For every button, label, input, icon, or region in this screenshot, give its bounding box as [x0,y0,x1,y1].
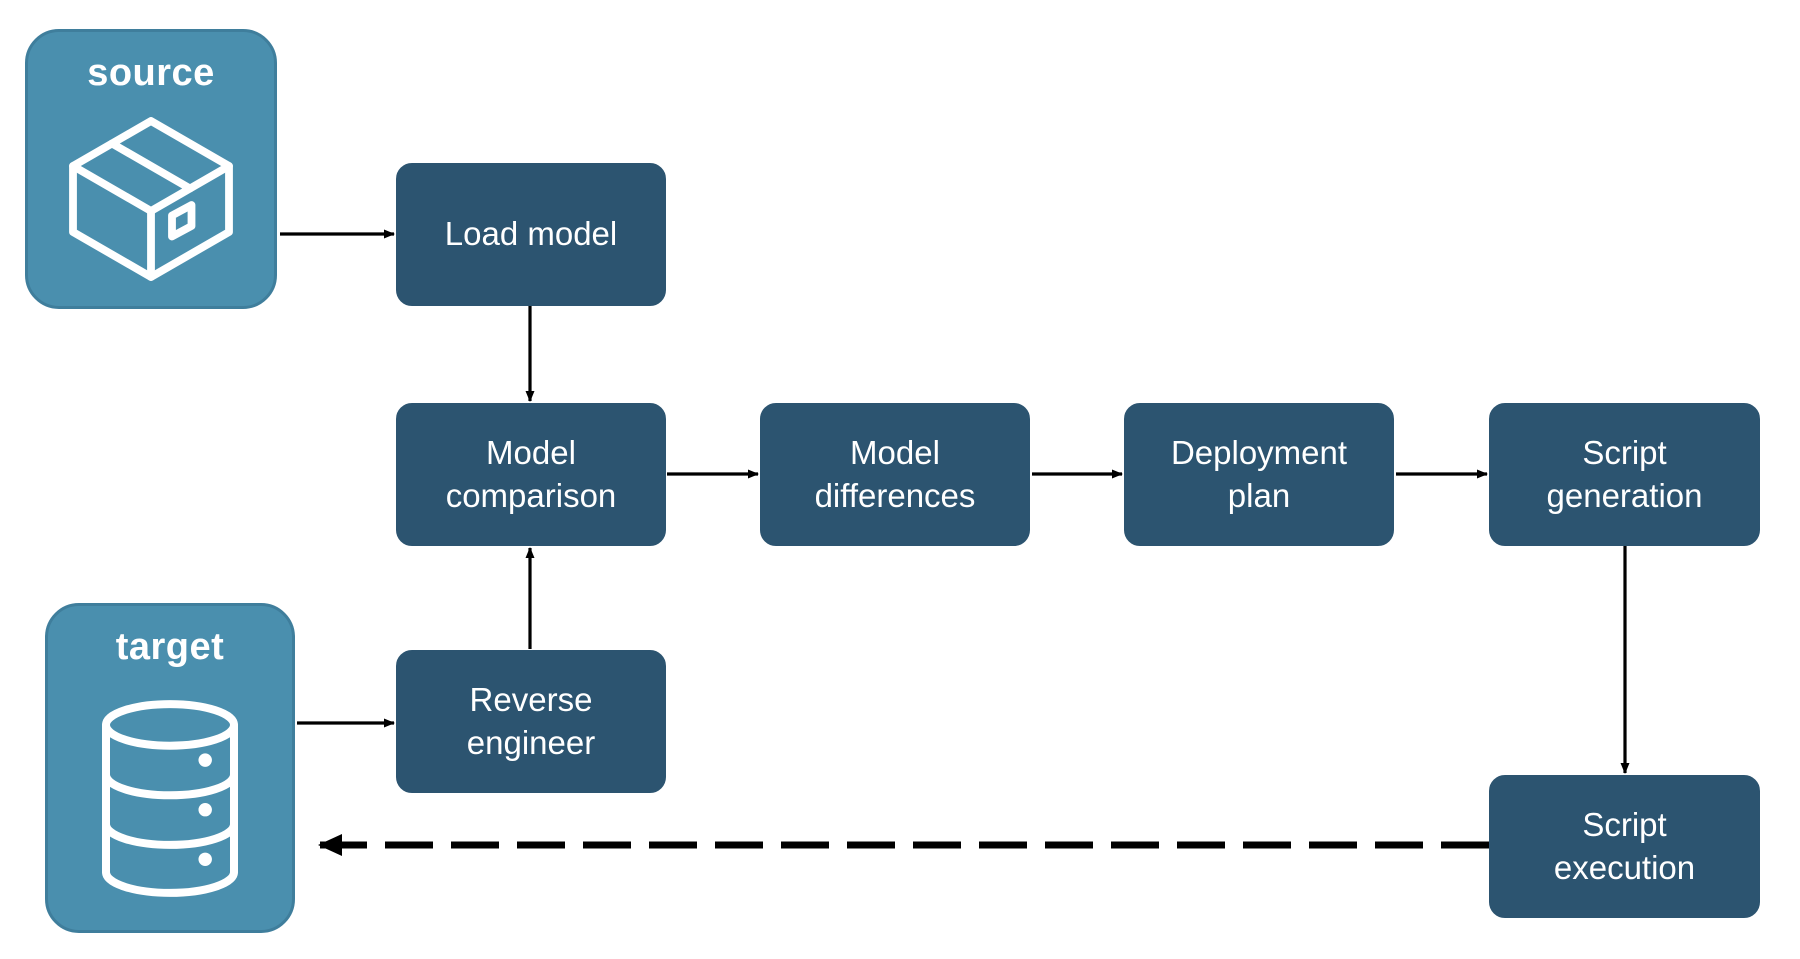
node-reverse-engineer[interactable]: Reverse engineer [396,650,666,793]
package-box-icon [28,92,274,306]
node-deployment-plan[interactable]: Deployment plan [1124,403,1394,546]
node-script-execution[interactable]: Script execution [1489,775,1760,918]
node-deployment-plan-label: Deployment plan [1170,434,1348,514]
node-reverse-engineer-label: Reverse engineer [466,681,596,761]
node-model-differences[interactable]: Model differences [760,403,1030,546]
database-cylinder-icon [48,666,292,930]
node-script-generation[interactable]: Script generation [1489,403,1760,546]
endpoint-source-label: source [87,52,215,94]
node-load-model-label: Load model [444,215,618,253]
node-load-model[interactable]: Load model [396,163,666,306]
node-script-generation-label: Script generation [1546,434,1703,514]
endpoint-target[interactable]: target [45,603,295,933]
endpoint-source[interactable]: source [25,29,277,309]
endpoint-target-label: target [115,626,225,668]
node-script-execution-label: Script execution [1553,806,1696,886]
node-model-comparison[interactable]: Model comparison [396,403,666,546]
node-model-differences-label: Model differences [814,434,976,514]
node-model-comparison-label: Model comparison [445,434,617,514]
